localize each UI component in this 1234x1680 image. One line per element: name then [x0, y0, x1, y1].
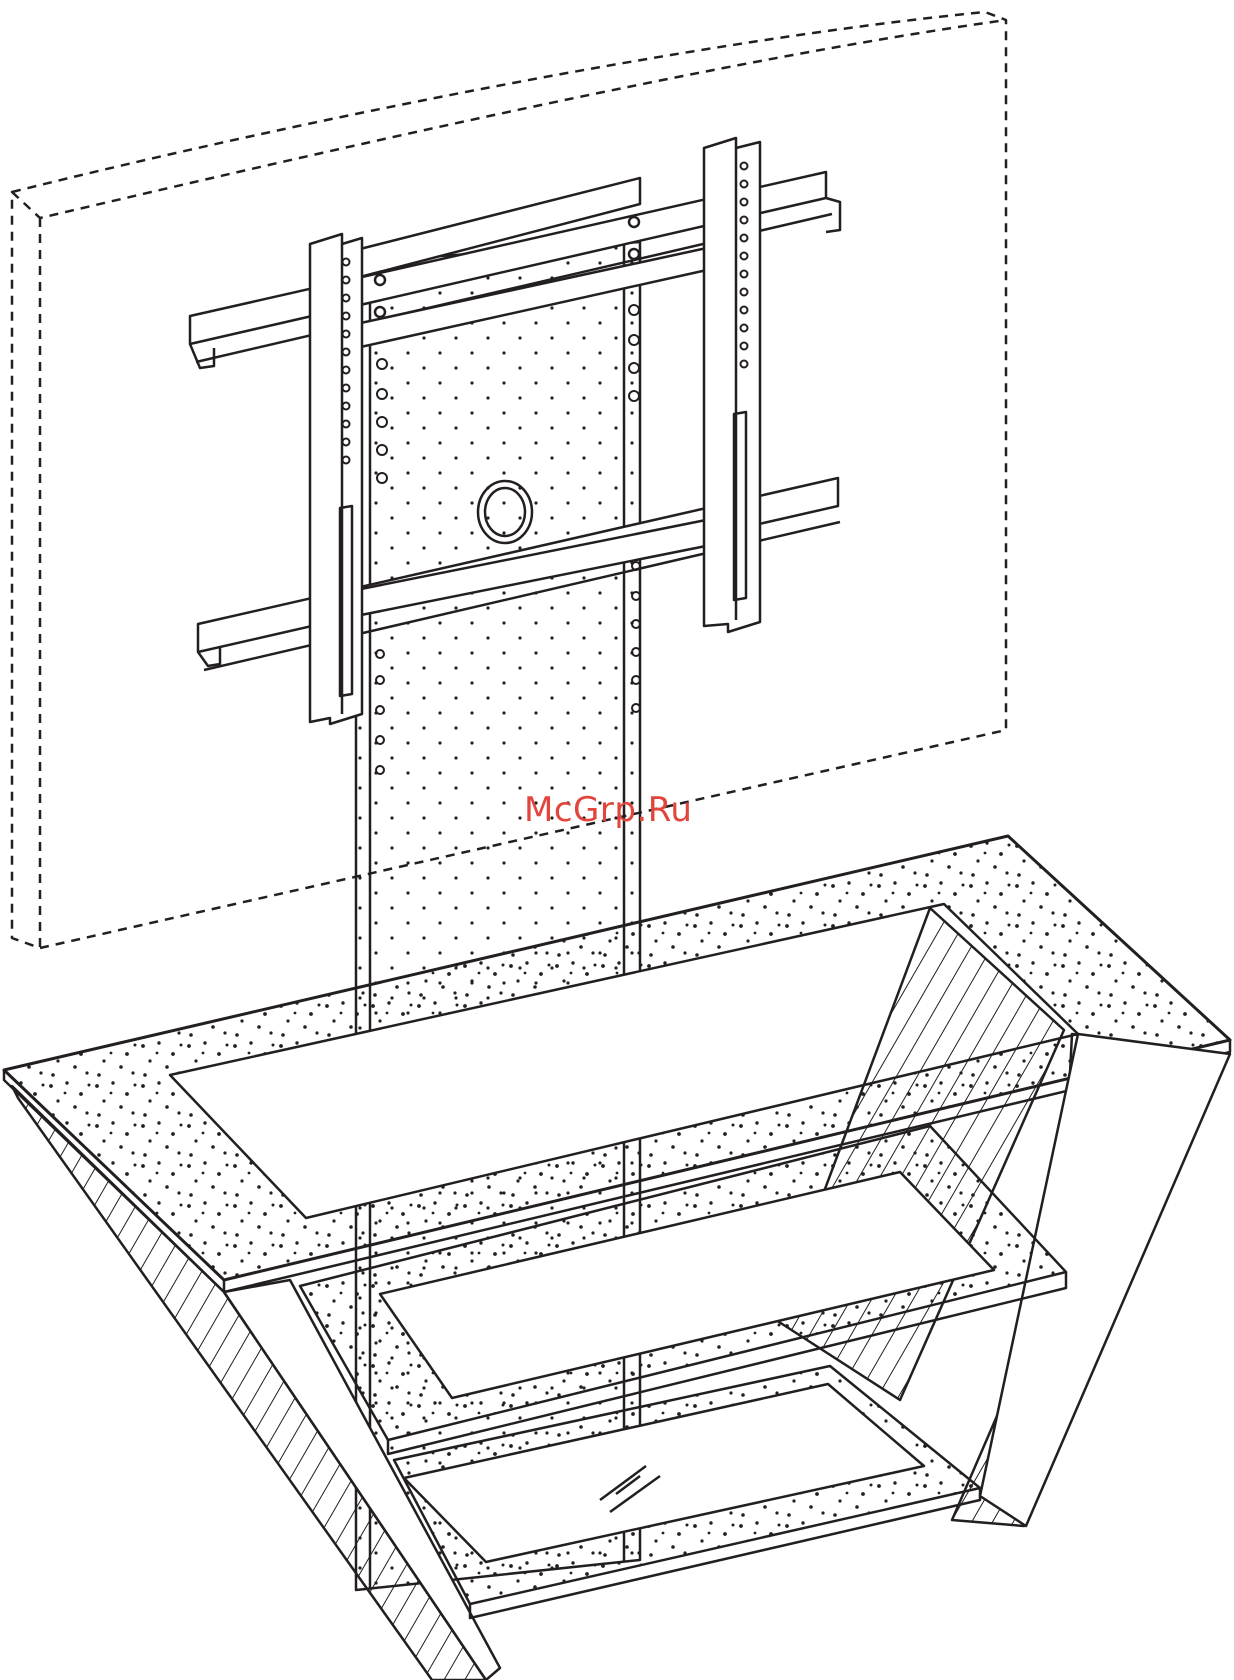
- mount-arm-left: [310, 234, 362, 724]
- mount-arm-right: [704, 138, 760, 632]
- watermark-text: McGrp.Ru: [524, 790, 692, 830]
